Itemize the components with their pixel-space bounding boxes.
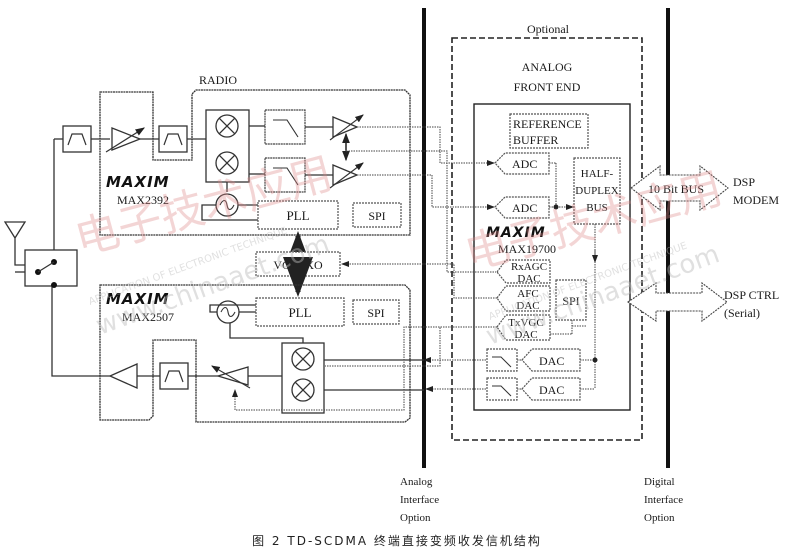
variable-amplifier-icon: [332, 164, 359, 186]
dac-label-1: DAC: [539, 354, 564, 368]
mixer-icon: [291, 378, 315, 402]
dsp-ctrl-arrow[interactable]: [627, 281, 728, 323]
afe-label-line1: ANALOG: [522, 60, 573, 74]
ten-bit-bus-arrow[interactable]: [630, 164, 729, 212]
tx-filter-2: [486, 377, 518, 401]
analog-interface-label-2: Interface: [400, 494, 439, 506]
adc-block-2: [494, 196, 550, 219]
max2392-part: MAX2392: [117, 193, 169, 207]
bandpass-filter-icon: [159, 362, 189, 390]
adc-label-1: ADC: [512, 157, 537, 171]
tx-spi-label: SPI: [367, 306, 384, 320]
analog-interface-label-1: Analog: [400, 476, 433, 488]
rx-spi-block: [352, 202, 402, 228]
digital-interface-label-1: Digital: [644, 476, 675, 488]
rx-spi-label: SPI: [368, 209, 385, 223]
dsp-ctrl-label-2: (Serial): [724, 306, 760, 320]
max2507-part: MAX2507: [122, 310, 174, 324]
afe-label-line2: FRONT END: [514, 80, 581, 94]
rx-pll-block: [257, 200, 339, 230]
figure-caption: 图 2 TD-SCDMA 终端直接变频收发信机结构: [252, 534, 542, 548]
rx-pll-label: PLL: [286, 208, 309, 223]
analog-interface-label-3: Option: [400, 512, 431, 524]
reference-buffer-label-2: BUFFER: [513, 133, 558, 147]
radio-label: RADIO: [199, 73, 237, 87]
maxim-logo-afe: MAXIM: [486, 225, 546, 241]
optional-label: Optional: [527, 22, 570, 36]
max19700-chip: [473, 103, 631, 411]
tx-spi-block: [352, 299, 400, 325]
mixer-icon: [215, 114, 239, 138]
optional-boundary: [451, 37, 643, 441]
rxagc-dac-block: [496, 259, 551, 284]
bandpass-filter-icon: [62, 125, 92, 153]
afc-dac-label-2: DAC: [516, 300, 539, 312]
txvgc-dac-block: [496, 314, 551, 341]
afc-dac-label-1: AFC: [517, 288, 538, 300]
half-duplex-bus-block: [573, 157, 621, 225]
rxagc-dac-label-1: RxAGC: [511, 261, 547, 273]
amplifier-icon: [108, 362, 138, 390]
digital-interface-label-2: Interface: [644, 494, 683, 506]
dsp-ctrl-label-1: DSP CTRL: [724, 288, 779, 302]
adc-block-1: [494, 152, 550, 175]
variable-amplifier-icon: [332, 116, 359, 138]
reference-buffer-label-1: REFERENCE: [513, 117, 582, 131]
max19700-part: MAX19700: [498, 242, 556, 256]
afc-dac-block: [496, 285, 551, 312]
antenna-icon: [3, 221, 27, 266]
half-duplex-label-1: HALF-: [581, 168, 614, 180]
lowpass-filter-icon: [264, 157, 306, 193]
lowpass-filter-icon: [264, 109, 306, 145]
mixer-icon: [215, 151, 239, 175]
max2392-chip: [99, 89, 411, 236]
switch-icon[interactable]: [24, 249, 78, 287]
half-duplex-label-3: BUS: [586, 202, 607, 214]
half-duplex-label-2: DUPLEX: [575, 185, 618, 197]
maxim-logo-rx: MAXIM: [106, 173, 170, 191]
maxim-logo-tx: MAXIM: [106, 290, 170, 308]
txvgc-dac-label-1: TxVGC: [508, 317, 543, 329]
reference-buffer-block: [509, 113, 589, 149]
mixer-icon: [291, 347, 315, 371]
variable-amplifier-icon: [215, 366, 249, 386]
tx-filter-1: [486, 348, 518, 372]
digital-interface-label-3: Option: [644, 512, 675, 524]
bandpass-filter-icon: [158, 125, 188, 153]
oscillator-icon: [216, 300, 240, 324]
tx-pll-block: [255, 297, 345, 327]
dsp-modem-label-2: MODEM: [733, 193, 779, 207]
adc-label-2: ADC: [512, 201, 537, 215]
txvgc-dac-label-2: DAC: [514, 329, 537, 341]
tx-pll-label: PLL: [288, 305, 311, 320]
dac-label-2: DAC: [539, 383, 564, 397]
afe-spi-block: [555, 279, 587, 321]
afe-spi-label: SPI: [562, 294, 579, 308]
max2507-chip: [99, 284, 411, 423]
dsp-modem-label-1: DSP: [733, 175, 755, 189]
rxagc-dac-label-2: DAC: [517, 273, 540, 285]
ten-bit-bus-label: 10 Bit BUS: [648, 182, 704, 196]
